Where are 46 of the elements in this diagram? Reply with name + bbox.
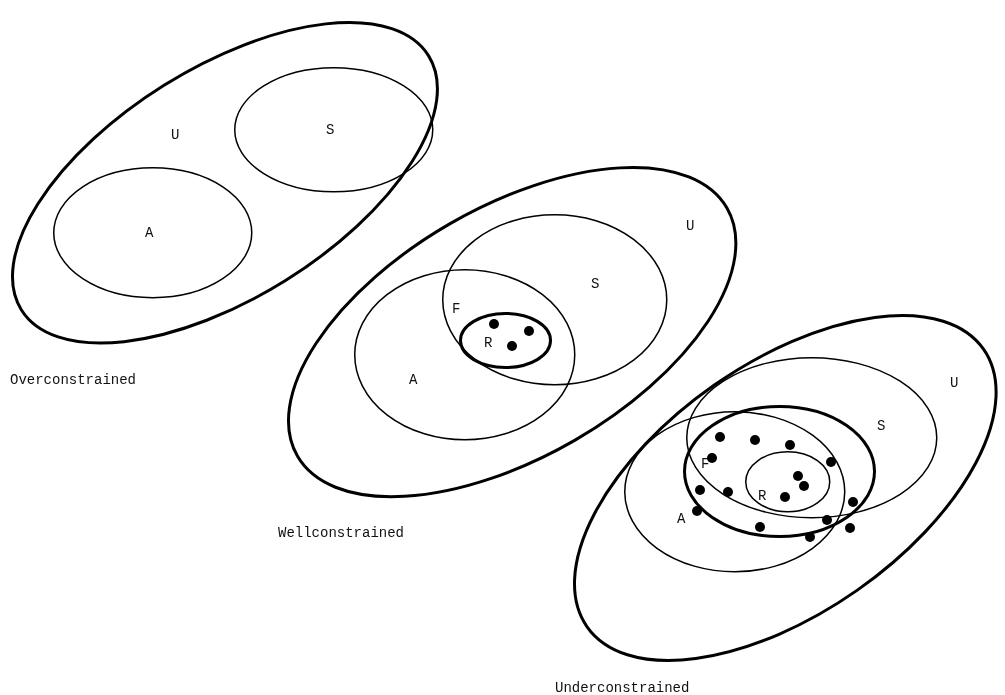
solution-dot: [695, 485, 705, 495]
set-label: U: [171, 128, 180, 142]
set-label: F: [701, 457, 710, 471]
set-ellipse: [745, 451, 831, 513]
set-label: R: [758, 489, 767, 503]
set-ellipse: [53, 167, 253, 299]
set-ellipse: [442, 214, 668, 386]
set-label: U: [686, 219, 695, 233]
solution-dot: [524, 326, 534, 336]
solution-dot: [750, 435, 760, 445]
solution-dot: [707, 453, 717, 463]
set-label: U: [950, 376, 959, 390]
set-ellipse: [286, 165, 738, 499]
panel-label: Underconstrained: [555, 681, 690, 695]
solution-dot: [715, 432, 725, 442]
solution-dot: [848, 497, 858, 507]
solution-dot: [723, 487, 733, 497]
solution-dot: [507, 341, 517, 351]
solution-dot: [845, 523, 855, 533]
set-ellipse: [234, 67, 434, 193]
panel-label: Overconstrained: [10, 373, 137, 387]
set-ellipse: [686, 357, 938, 519]
set-label: S: [877, 419, 886, 433]
set-label: A: [409, 373, 418, 387]
set-label: A: [145, 226, 154, 240]
set-label: R: [484, 336, 493, 350]
solution-dot: [692, 506, 702, 516]
set-ellipse: [572, 314, 998, 662]
solution-dot: [805, 532, 815, 542]
set-label: S: [326, 123, 335, 137]
set-ellipse: [11, 21, 439, 345]
panel-label: Wellconstrained: [278, 526, 405, 540]
set-label: S: [591, 277, 600, 291]
solution-dot: [799, 481, 809, 491]
solution-dot: [826, 457, 836, 467]
set-ellipse: [624, 411, 846, 573]
set-label: A: [677, 512, 686, 526]
solution-dot: [785, 440, 795, 450]
solution-dot: [780, 492, 790, 502]
solution-dot: [822, 515, 832, 525]
solution-dot: [489, 319, 499, 329]
solution-dot: [755, 522, 765, 532]
set-ellipse: [354, 269, 576, 441]
set-ellipse: [458, 311, 552, 369]
solution-dot: [793, 471, 803, 481]
region-label: F: [452, 302, 461, 316]
